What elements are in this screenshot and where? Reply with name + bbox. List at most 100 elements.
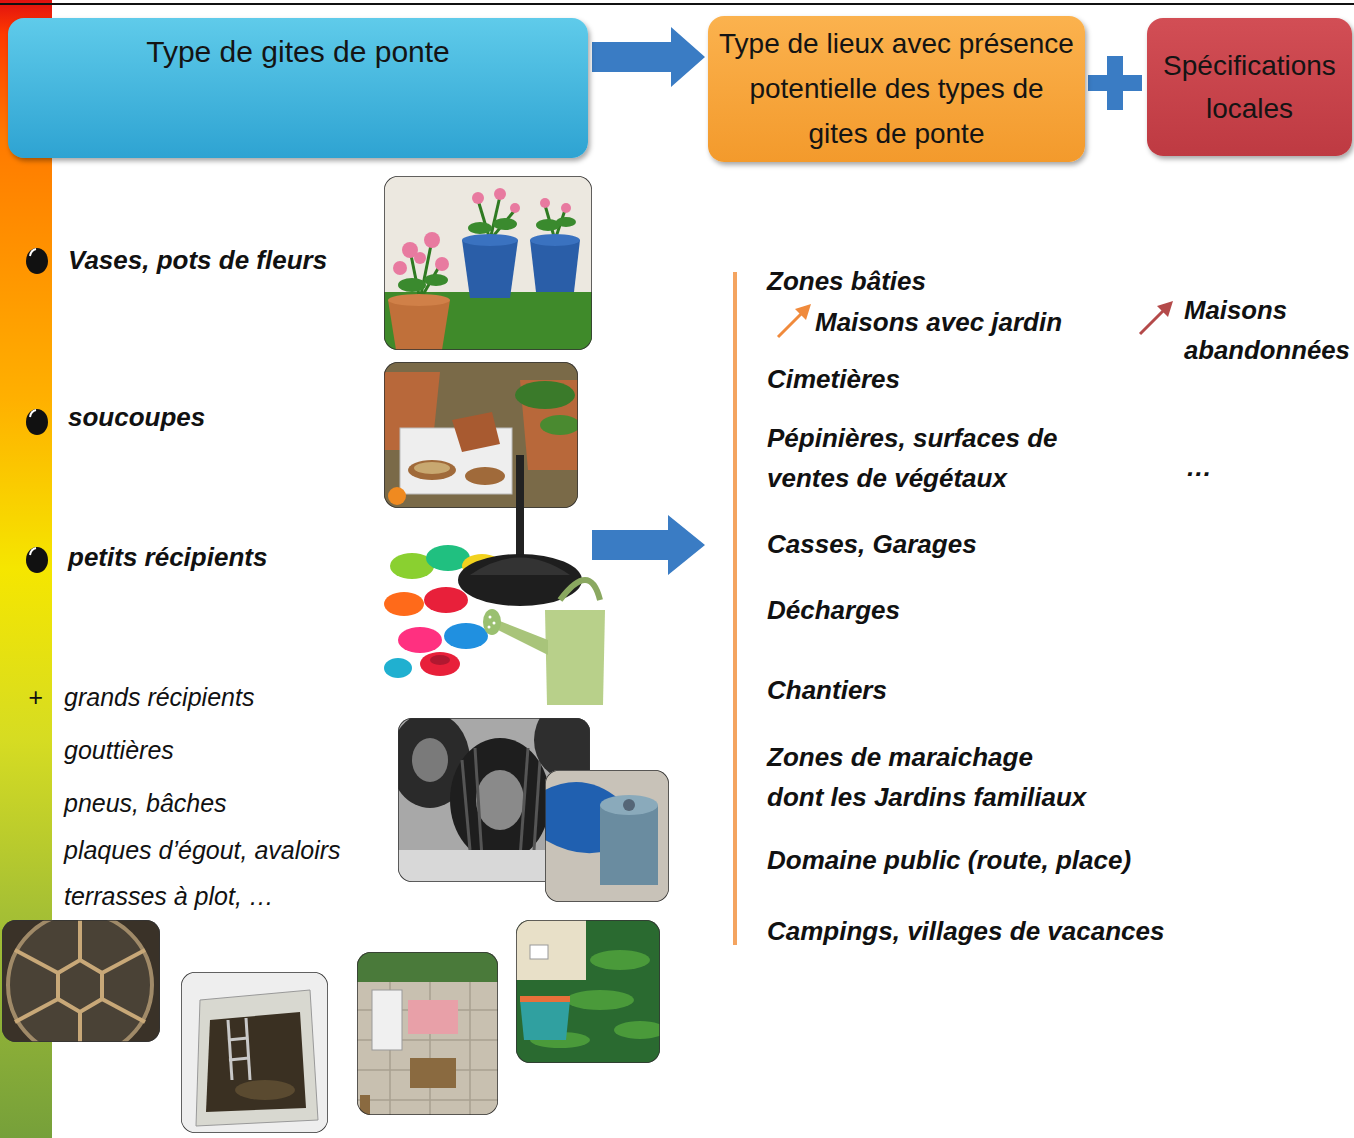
illustration-part (78, 920, 82, 960)
illustration-part (516, 920, 660, 1063)
illustration-part (372, 990, 402, 1050)
illustration-part (26, 409, 48, 435)
illustration-part (545, 610, 605, 705)
illustration-part (408, 460, 456, 480)
list-rule (733, 272, 737, 945)
illustration-part (530, 234, 580, 246)
illustration-part (357, 952, 498, 1115)
illustration-part (30, 410, 36, 417)
illustration-part (424, 587, 468, 613)
illustration-part (560, 580, 600, 600)
illustration-part (235, 1080, 295, 1100)
plus-sign (1088, 56, 1142, 110)
illustration-part (78, 1012, 82, 1042)
illustration-part (600, 795, 658, 815)
top-rule (0, 3, 1354, 5)
illustration-part (26, 248, 48, 274)
places-box: Type de lieux avec présence potentielle … (708, 16, 1085, 162)
illustration-part (516, 455, 524, 555)
illustration-part (516, 920, 660, 1063)
illustration-part (30, 249, 36, 256)
place-type: Maisons avec jardin (815, 302, 1062, 342)
illustration-part (540, 415, 578, 435)
illustration-part (181, 972, 328, 1133)
illustration-part (1157, 301, 1173, 317)
illustration-part (228, 1020, 232, 1080)
illustration-part (510, 203, 520, 213)
illustration-part (545, 770, 669, 902)
illustration-part (478, 200, 490, 240)
illustration-part (493, 622, 496, 625)
site-type: gouttières (64, 732, 174, 768)
illustration-part (778, 311, 804, 337)
photo-small-containers (384, 455, 605, 705)
illustration-part (388, 294, 450, 306)
illustration-part (623, 799, 635, 811)
illustration-part (462, 760, 470, 850)
illustration-part (520, 1000, 570, 1040)
illustration-part (488, 616, 496, 629)
illustration-part (26, 547, 48, 573)
illustration-part (393, 261, 407, 275)
illustration-part (530, 945, 548, 959)
illustration-part (181, 972, 328, 1133)
illustration-part (196, 990, 318, 1126)
illustration-part (600, 805, 658, 885)
illustration-part (566, 990, 634, 1010)
photo-manhole (2, 920, 160, 1042)
local-box: Spécifications locales (1147, 18, 1352, 156)
place-type: Casses, Garages (767, 524, 977, 564)
illustration-part (2, 920, 160, 1042)
photo-saucers (384, 362, 578, 508)
illustration-part (462, 240, 518, 298)
illustration-part (470, 558, 570, 576)
illustration-part (384, 176, 592, 350)
place-type: Zones de maraichage dont les Jardins fam… (767, 737, 1167, 817)
illustration-part (476, 770, 524, 830)
illustration-part (465, 467, 505, 485)
illustration-part (424, 274, 448, 286)
illustration-part (15, 920, 145, 1042)
illustration-part (452, 412, 500, 452)
place-type: Chantiers (767, 670, 887, 710)
illustration-part (229, 1058, 249, 1060)
photo-tarp (545, 770, 669, 902)
illustration-part (614, 1021, 660, 1039)
illustration-part (475, 748, 482, 858)
connector-arrow (592, 27, 705, 87)
illustration-part (515, 381, 575, 409)
illustration-part (398, 278, 426, 292)
illustration-part (414, 462, 450, 474)
illustration-part (556, 217, 576, 227)
illustration-part (468, 222, 492, 234)
place-type: Cimetières (767, 359, 900, 399)
illustration-part (228, 1018, 250, 1080)
illustration-part (424, 232, 440, 248)
illustration-part (520, 748, 528, 858)
illustration-part (384, 362, 578, 508)
box-text: Type de lieux avec présence potentielle … (718, 22, 1075, 156)
illustration-part (357, 982, 498, 1115)
illustration-part (430, 655, 450, 665)
illustration-part (384, 592, 424, 616)
illustration-part (1140, 308, 1166, 334)
photo-flower-pots (384, 176, 592, 350)
illustration-part (384, 176, 592, 350)
local-spec: … (1186, 447, 1212, 487)
photo-terrace (357, 952, 498, 1115)
illustration-part (420, 652, 460, 676)
place-type: Zones bâties (767, 261, 926, 301)
illustration-part (590, 950, 650, 970)
site-type: pneus, bâches (64, 785, 227, 821)
site-type: soucoupes (68, 399, 205, 435)
illustration-part (561, 203, 571, 213)
illustration-part (493, 218, 517, 230)
site-type: Vases, pots de fleurs (68, 242, 327, 278)
local-spec: Maisons abandonnées (1184, 290, 1350, 370)
arrow-shape (592, 27, 705, 87)
illustration-part (246, 1018, 250, 1080)
place-type: Pépinières, surfaces de ventes de végéta… (767, 418, 1087, 498)
illustration-part (384, 362, 578, 508)
illustration-part (102, 999, 145, 1022)
